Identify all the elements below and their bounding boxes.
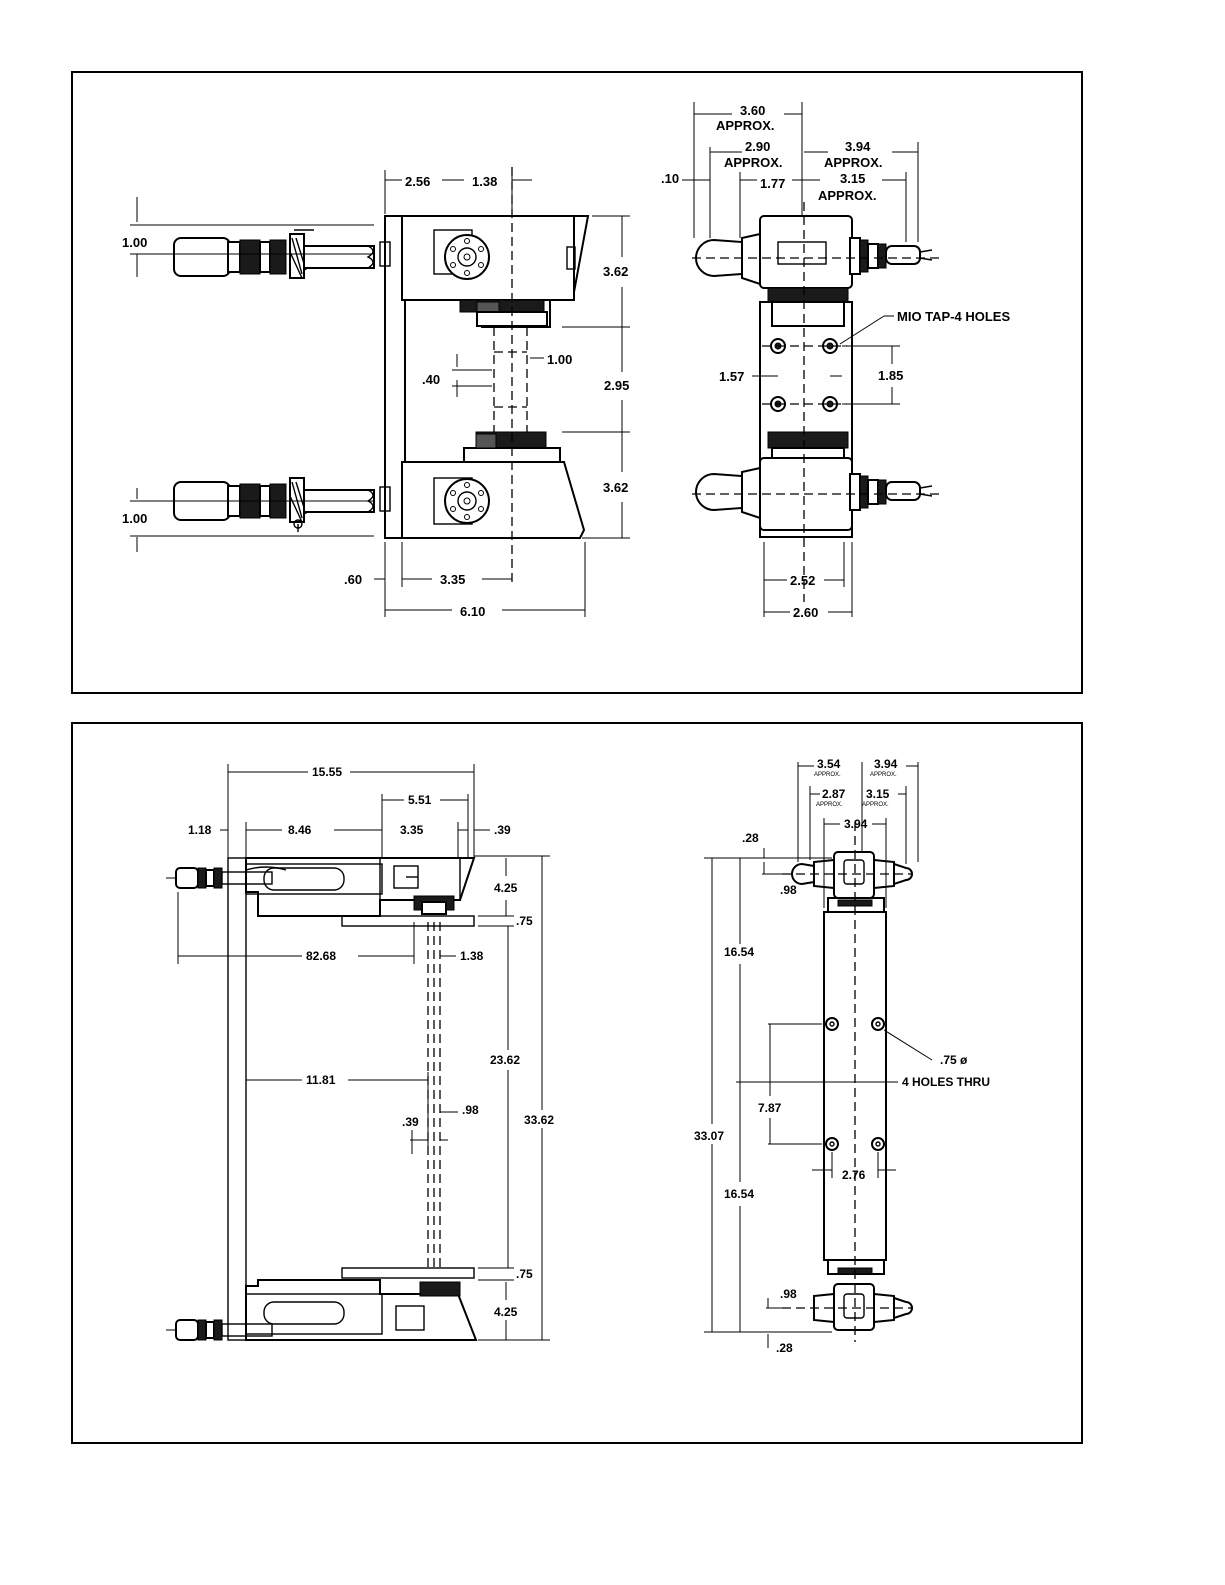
top-dim-0-60: .60 <box>344 572 362 587</box>
top-end-approx-2: APPROX. <box>724 155 783 170</box>
top-end-dim-3-60: 3.60 <box>740 103 765 118</box>
bottom-end-dim-2-87: 2.87 <box>822 787 846 801</box>
bottom-end-dim-2-76: 2.76 <box>842 1168 866 1182</box>
bottom-dim-0-75-upper: .75 <box>516 914 533 928</box>
top-dim-2-95: 2.95 <box>604 378 629 393</box>
bottom-end-upper-head <box>833 851 875 899</box>
top-dim-2-56: 2.56 <box>405 174 430 189</box>
bottom-dim-0-39-top: .39 <box>494 823 511 837</box>
top-end-view: 3.60 APPROX. 2.90 3.94 APPROX. APPROX. .… <box>661 102 1010 620</box>
top-dim-1-00-specimen: 1.00 <box>547 352 572 367</box>
bottom-dim-8-46: 8.46 <box>288 823 312 837</box>
top-upper-flange <box>444 234 490 280</box>
bottom-drawing-panel: 15.55 5.51 1.18 8.46 3.35 .39 4.25 .75 8… <box>71 722 1083 1444</box>
bottom-dim-82-68: 82.68 <box>306 949 336 963</box>
bottom-dim-4-25-lower: 4.25 <box>494 1305 518 1319</box>
bottom-dim-23-62: 23.62 <box>490 1053 520 1067</box>
bottom-end-approx-4: APPROX. <box>862 802 889 808</box>
top-lower-block <box>401 461 586 539</box>
bottom-lower-hose-fitting <box>166 1319 273 1341</box>
bottom-end-dim-3-94-mid: 3.94 <box>844 817 868 831</box>
bottom-upper-hose-fitting <box>166 867 273 889</box>
bottom-end-approx-3: APPROX. <box>816 802 843 808</box>
top-end-dim-3-15: 3.15 <box>840 171 865 186</box>
bottom-dim-33-62: 33.62 <box>524 1113 554 1127</box>
top-upper-button <box>459 299 545 313</box>
bottom-end-dim-0-98-bottom: .98 <box>780 1287 797 1301</box>
top-end-dim-3-94: 3.94 <box>845 139 871 154</box>
bottom-dim-0-39-mid: .39 <box>402 1115 419 1129</box>
bottom-side-view: 15.55 5.51 1.18 8.46 3.35 .39 4.25 .75 8… <box>166 764 554 1341</box>
bottom-dim-4-25-upper: 4.25 <box>494 881 518 895</box>
top-dim-1-00-upper: 1.00 <box>122 235 147 250</box>
bottom-dim-11-81: 11.81 <box>306 1073 336 1087</box>
top-end-approx-4: APPROX. <box>818 188 877 203</box>
top-dim-1-38: 1.38 <box>472 174 497 189</box>
top-end-upper-head <box>759 215 853 289</box>
top-end-dim-1-77: 1.77 <box>760 176 785 191</box>
top-end-dim-2-52: 2.52 <box>790 573 815 588</box>
top-lower-hose-fitting <box>173 477 375 532</box>
bottom-dim-0-75-lower: .75 <box>516 1267 533 1281</box>
top-end-callout-tap: MIO TAP-4 HOLES <box>897 309 1010 324</box>
bottom-drawing-svg: 15.55 5.51 1.18 8.46 3.35 .39 4.25 .75 8… <box>166 757 990 1355</box>
bottom-end-dim-0-28-bottom: .28 <box>776 1341 793 1355</box>
top-dim-3-35: 3.35 <box>440 572 465 587</box>
top-dim-0-40: .40 <box>422 372 440 387</box>
bottom-dim-1-18: 1.18 <box>188 823 212 837</box>
bottom-end-callout-holes: 4 HOLES THRU <box>902 1075 990 1089</box>
bottom-dim-15-55: 15.55 <box>312 765 342 779</box>
top-dim-3-62-upper: 3.62 <box>603 264 628 279</box>
bottom-end-approx-2: APPROX. <box>870 772 897 778</box>
bottom-end-dim-33-07: 33.07 <box>694 1129 724 1143</box>
top-dim-1-00-lower: 1.00 <box>122 511 147 526</box>
bottom-dim-0-98: .98 <box>462 1103 479 1117</box>
bottom-end-dim-3-15: 3.15 <box>866 787 890 801</box>
top-dim-3-62-lower: 3.62 <box>603 480 628 495</box>
bottom-end-dim-3-54: 3.54 <box>817 757 841 771</box>
top-side-view: 2.56 1.38 1.00 3.62 1.00 .40 2.95 3.62 1… <box>122 167 630 619</box>
top-drawing-svg: 2.56 1.38 1.00 3.62 1.00 .40 2.95 3.62 1… <box>122 102 1010 620</box>
bottom-end-dim-7-87: 7.87 <box>758 1101 782 1115</box>
bottom-dim-3-35: 3.35 <box>400 823 424 837</box>
bottom-end-dim-3-94-top: 3.94 <box>874 757 898 771</box>
top-end-dim-1-57: 1.57 <box>719 369 744 384</box>
bottom-end-dim-0-28-top: .28 <box>742 831 759 845</box>
bottom-column <box>227 857 247 1341</box>
bottom-end-approx-1: APPROX. <box>814 772 841 778</box>
bottom-dim-5-51: 5.51 <box>408 793 432 807</box>
bottom-end-lower-head <box>833 1283 875 1331</box>
bottom-end-dim-16-54-upper: 16.54 <box>724 945 754 959</box>
bottom-end-view: 3.54 APPROX. 3.94 APPROX. 2.87 APPROX. 3… <box>694 757 990 1355</box>
top-end-dim-0-10: .10 <box>661 171 679 186</box>
top-end-dim-2-60: 2.60 <box>793 605 818 620</box>
top-end-dim-1-85: 1.85 <box>878 368 903 383</box>
bottom-end-dim-16-54-lower: 16.54 <box>724 1187 754 1201</box>
top-upper-hose-fitting <box>173 229 375 279</box>
top-frame-backplate <box>384 215 406 539</box>
bottom-end-holes <box>825 1017 885 1151</box>
bottom-dim-1-38: 1.38 <box>460 949 484 963</box>
top-lower-flange <box>444 478 490 524</box>
top-end-dim-2-90: 2.90 <box>745 139 770 154</box>
top-dim-6-10: 6.10 <box>460 604 485 619</box>
bottom-end-callout-dia: .75 ø <box>940 1053 968 1067</box>
top-end-approx-1: APPROX. <box>716 118 775 133</box>
bottom-end-dim-0-98-top: .98 <box>780 883 797 897</box>
top-end-approx-3: APPROX. <box>824 155 883 170</box>
top-drawing-panel: 2.56 1.38 1.00 3.62 1.00 .40 2.95 3.62 1… <box>71 71 1083 694</box>
